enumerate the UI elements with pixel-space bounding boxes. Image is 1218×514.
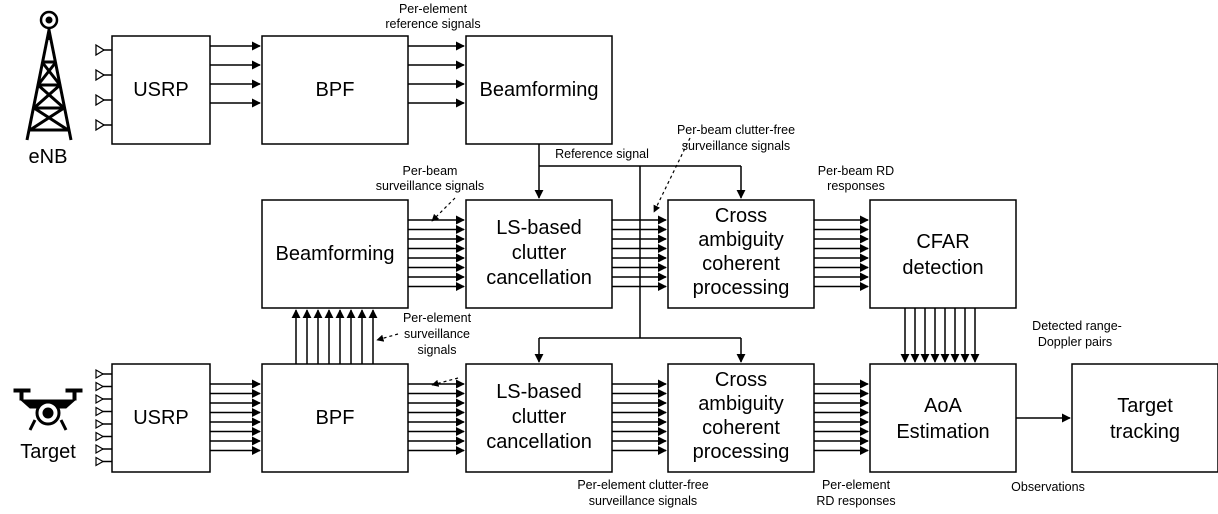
svg-text:Beamforming: Beamforming [276,243,395,265]
ls-clutter-cancellation-bottom-block: LS-based clutter cancellation [465,363,613,473]
svg-text:ambiguity: ambiguity [698,393,784,415]
svg-text:USRP: USRP [133,407,189,429]
svg-text:clutter: clutter [512,242,567,264]
svg-text:BPF: BPF [316,407,355,429]
signal-arrow-bundles [210,41,980,455]
top-antenna-inputs [95,43,112,132]
enb-label: eNB [29,146,68,168]
usrp-bottom-block: USRP [111,363,211,473]
svg-text:cancellation: cancellation [486,267,592,289]
bpf-bottom-block: BPF [261,363,409,473]
svg-text:Per-beam: Per-beam [403,164,458,178]
antenna-triangle-icon [95,418,105,430]
svg-text:signals: signals [418,343,457,357]
svg-text:Per-element: Per-element [403,311,472,325]
target-tracking-block: Target tracking [1071,363,1218,473]
svg-text:USRP: USRP [133,79,189,101]
cell-tower-icon [25,10,73,141]
svg-text:Detected range-: Detected range- [1032,319,1122,333]
svg-text:surveillance signals: surveillance signals [682,139,790,153]
antenna-triangle-icon [95,443,105,455]
svg-text:coherent: coherent [702,417,780,439]
svg-text:Beamforming: Beamforming [480,79,599,101]
svg-text:BPF: BPF [316,79,355,101]
svg-text:Observations: Observations [1011,480,1085,494]
ls-clutter-cancellation-mid-block: LS-based clutter cancellation [465,199,613,309]
antenna-triangle-icon [95,381,105,392]
svg-text:reference signals: reference signals [385,17,480,31]
antenna-triangle-icon [95,393,105,405]
reference-signal-lines [534,144,746,363]
aoa-estimation-block: AoA Estimation [869,363,1017,473]
antenna-triangle-icon [95,406,105,417]
svg-text:processing: processing [693,277,790,299]
svg-text:surveillance signals: surveillance signals [376,179,484,193]
svg-text:Estimation: Estimation [896,421,989,443]
bottom-antenna-inputs [95,368,112,467]
svg-text:Cross: Cross [715,369,767,391]
usrp-top-block: USRP [111,35,211,145]
annotations: Per-element reference signals Per-beam c… [376,2,1122,508]
svg-text:surveillance: surveillance [404,327,470,341]
svg-text:LS-based: LS-based [496,381,582,403]
svg-text:Per-beam clutter-free: Per-beam clutter-free [677,123,795,137]
svg-text:Cross: Cross [715,205,767,227]
svg-text:Per-element: Per-element [822,478,891,492]
cross-ambiguity-bottom-block: Cross ambiguity coherent processing [667,363,815,473]
svg-text:Doppler pairs: Doppler pairs [1038,335,1112,349]
svg-text:processing: processing [693,441,790,463]
svg-text:ambiguity: ambiguity [698,229,784,251]
svg-text:clutter: clutter [512,406,567,428]
drone-icon [13,388,83,431]
antenna-triangle-icon [95,431,105,442]
svg-text:LS-based: LS-based [496,217,582,239]
beamforming-top-block: Beamforming [465,35,613,145]
svg-text:Per-element: Per-element [399,2,468,16]
beamforming-mid-block: Beamforming [261,199,409,309]
svg-text:Per-beam RD: Per-beam RD [818,164,894,178]
svg-text:AoA: AoA [924,395,962,417]
svg-text:Reference signal: Reference signal [555,147,649,161]
svg-text:RD responses: RD responses [816,494,895,508]
svg-text:CFAR: CFAR [916,231,969,253]
target-label: Target [20,441,76,463]
svg-text:Target: Target [1117,395,1173,417]
dashed-pointers [376,137,691,387]
bpf-top-block: BPF [261,35,409,145]
svg-text:Per-element clutter-free: Per-element clutter-free [577,478,708,492]
cross-ambiguity-mid-block: Cross ambiguity coherent processing [667,199,815,309]
svg-text:cancellation: cancellation [486,431,592,453]
cfar-detection-block: CFAR detection [869,199,1017,309]
svg-text:responses: responses [827,179,885,193]
svg-text:coherent: coherent [702,253,780,275]
svg-text:detection: detection [902,257,983,279]
antenna-triangle-icon [95,456,105,467]
antenna-triangle-icon [95,368,105,380]
svg-text:surveillance signals: surveillance signals [589,494,697,508]
svg-text:tracking: tracking [1110,421,1180,443]
